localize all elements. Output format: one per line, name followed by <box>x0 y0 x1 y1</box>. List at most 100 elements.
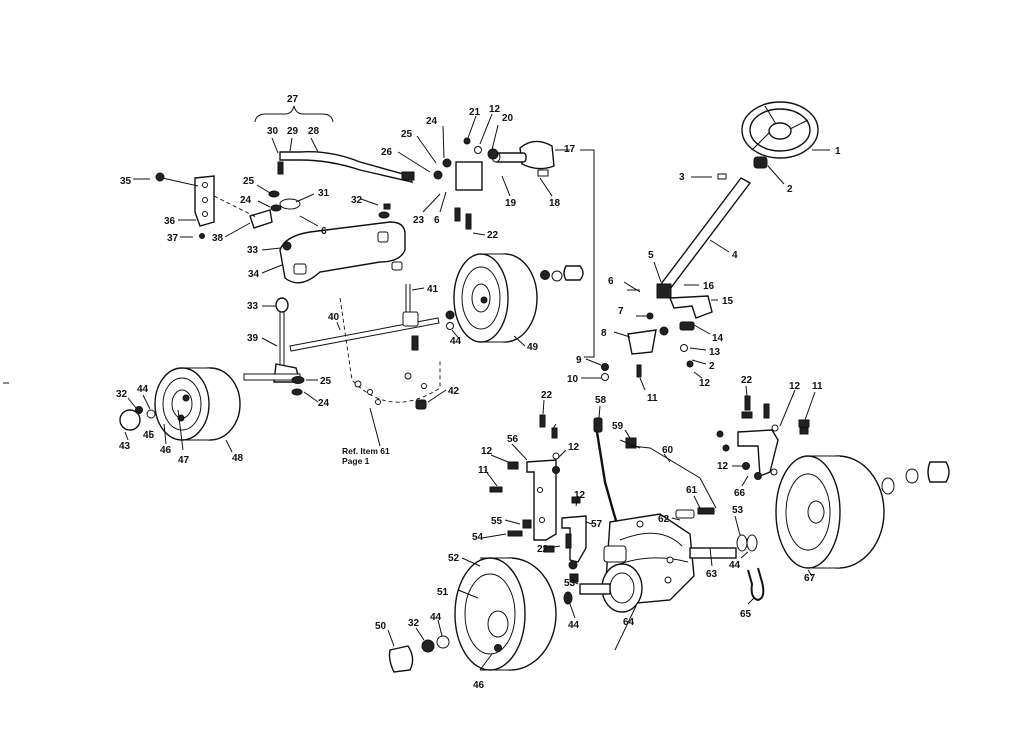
callout-43: 43 <box>119 441 131 452</box>
rear-right-wheel <box>775 455 885 569</box>
callout-59: 59 <box>612 421 624 432</box>
callout-9: 9 <box>576 355 582 366</box>
callout-32b: 32 <box>116 389 128 400</box>
u-bolt <box>747 567 765 602</box>
callout-12c: 12 <box>481 446 493 457</box>
callout-46b: 46 <box>473 680 485 691</box>
left-bracket <box>155 172 273 239</box>
shift-lever <box>593 417 717 541</box>
callout-61: 61 <box>686 485 698 496</box>
callout-33b: 33 <box>247 301 259 312</box>
callout-21: 21 <box>469 107 481 118</box>
callout-40: 40 <box>328 312 340 323</box>
callout-6b: 6 <box>434 215 440 226</box>
callout-57: 57 <box>591 519 603 530</box>
tie-rod <box>289 284 440 352</box>
callout-25c: 25 <box>320 376 332 387</box>
callout-25b: 25 <box>243 176 255 187</box>
callout-16: 16 <box>703 281 715 292</box>
callout-26: 26 <box>381 147 393 158</box>
callout-63: 63 <box>706 569 718 580</box>
callout-55: 55 <box>491 516 503 527</box>
ref-note-line2: Page 1 <box>342 456 370 466</box>
drag-link <box>277 151 415 183</box>
steering-wheel <box>741 101 819 169</box>
callout-24a: 24 <box>426 116 438 127</box>
callout-29: 29 <box>287 126 299 137</box>
steering-gear <box>433 137 555 230</box>
callout-31: 31 <box>318 188 330 199</box>
callout-20: 20 <box>502 113 514 124</box>
callout-52: 52 <box>448 553 460 564</box>
steering-bracket <box>601 289 713 381</box>
callout-7: 7 <box>618 306 624 317</box>
callout-44e: 44 <box>568 620 580 631</box>
callout-22b: 22 <box>541 390 553 401</box>
callout-62: 62 <box>658 514 670 525</box>
callout-22-right: 22 <box>741 375 753 386</box>
callout-56: 56 <box>507 434 519 445</box>
callout-27: 27 <box>287 94 299 105</box>
callout-labels: 1 2 3 4 5 6 16 15 7 14 8 13 2 9 12 10 11… <box>116 94 841 691</box>
front-left-wheel <box>154 367 241 441</box>
callout-64: 64 <box>623 617 635 628</box>
ref-note-line1: Ref. Item 61 <box>342 446 390 456</box>
callout-66: 66 <box>734 488 746 499</box>
rear-left-hardware <box>388 635 450 673</box>
callout-32a: 32 <box>351 195 363 206</box>
callout-48: 48 <box>232 453 244 464</box>
callout-46a: 46 <box>160 445 172 456</box>
callout-58: 58 <box>595 395 607 406</box>
callout-4: 4 <box>732 250 738 261</box>
callout-3: 3 <box>679 172 685 183</box>
callout-23: 23 <box>413 215 425 226</box>
callout-35: 35 <box>120 176 132 187</box>
callout-11b: 11 <box>478 465 489 476</box>
transaxle <box>579 513 737 613</box>
callout-65: 65 <box>740 609 752 620</box>
callout-49: 49 <box>527 342 539 353</box>
callout-54: 54 <box>472 532 484 543</box>
callout-12a: 12 <box>489 104 501 115</box>
callout-19: 19 <box>505 198 517 209</box>
callout-2: 2 <box>787 184 793 195</box>
rear-axle-hardware-right <box>563 534 758 605</box>
callout-47: 47 <box>178 455 190 466</box>
left-spindle <box>243 297 305 396</box>
callout-25a: 25 <box>401 129 413 140</box>
callout-1: 1 <box>835 146 841 157</box>
callout-15: 15 <box>722 296 734 307</box>
callout-33a: 33 <box>247 245 259 256</box>
callout-28: 28 <box>308 126 320 137</box>
callout-36: 36 <box>164 216 176 227</box>
callout-6c: 6 <box>321 226 327 237</box>
callout-5: 5 <box>648 250 654 261</box>
callout-53a: 53 <box>732 505 744 516</box>
rear-left-bracket <box>489 414 560 541</box>
callout-44b: 44 <box>137 384 149 395</box>
rear-left-wheel <box>454 557 557 671</box>
callout-50: 50 <box>375 621 387 632</box>
callout-12e: 12 <box>574 490 586 501</box>
callout-14: 14 <box>712 333 724 344</box>
front-right-wheel <box>453 253 538 343</box>
callout-12d: 12 <box>568 442 580 453</box>
callout-41: 41 <box>427 284 439 295</box>
callout-60: 60 <box>662 445 674 456</box>
callout-18: 18 <box>549 198 561 209</box>
callout-17: 17 <box>564 144 576 155</box>
callout-24b: 24 <box>240 195 252 206</box>
callout-11-right: 11 <box>812 381 823 392</box>
callout-32c: 32 <box>408 618 420 629</box>
small-hardware-left <box>268 190 391 219</box>
front-right-hardware <box>445 265 584 330</box>
callout-8: 8 <box>601 328 607 339</box>
callout-38: 38 <box>212 233 224 244</box>
callout-10: 10 <box>567 374 579 385</box>
callout-22a: 22 <box>487 230 499 241</box>
front-axle <box>279 221 406 284</box>
callout-44d: 44 <box>430 612 442 623</box>
front-left-hardware <box>119 406 156 431</box>
callout-11: 11 <box>647 393 658 404</box>
